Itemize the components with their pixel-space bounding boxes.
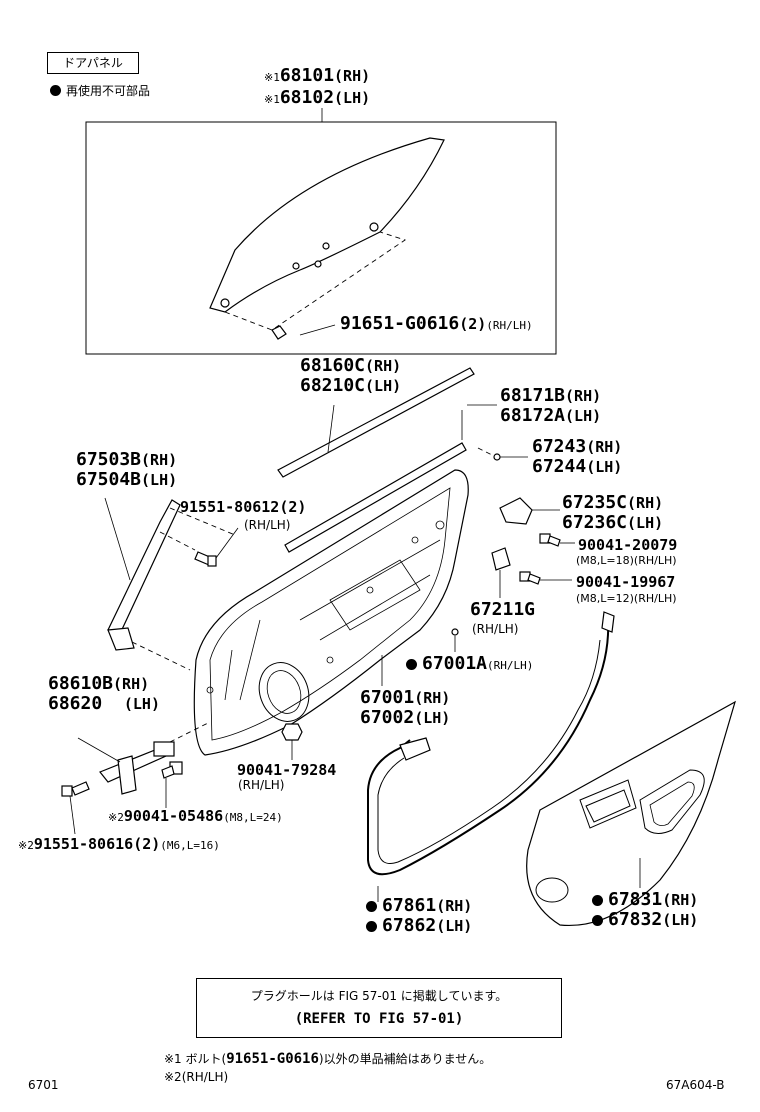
label-inner-weatherstrip[interactable]: 68171B(RH) 68172A(LH) bbox=[500, 385, 602, 426]
bolt-91551-80612 bbox=[194, 527, 239, 567]
bolt-90041-20079 bbox=[539, 533, 575, 547]
section-title: ドアパネル bbox=[47, 52, 139, 74]
label-plug[interactable]: 67001A(RH/LH) bbox=[406, 654, 533, 676]
door-opening-seal bbox=[367, 611, 615, 902]
reference-line-ja: プラグホールは FIG 57-01 に掲載しています。 bbox=[250, 989, 508, 1003]
label-bolt-05486[interactable]: ※290041-05486(M8,L=24) bbox=[108, 807, 283, 825]
figure-number: 6701 bbox=[28, 1078, 59, 1092]
label-seal[interactable]: 67861(RH) 67862(LH) bbox=[366, 896, 472, 936]
label-bolt-20079-spec: (M8,L=18)(RH/LH) bbox=[576, 554, 677, 567]
outer-weatherstrip bbox=[277, 367, 475, 478]
label-outer-weatherstrip[interactable]: 68160C(RH) 68210C(LH) bbox=[300, 355, 402, 396]
non-reusable-dot-icon bbox=[406, 659, 417, 670]
non-reusable-dot-icon bbox=[366, 901, 377, 912]
non-reusable-dot-icon bbox=[50, 85, 61, 96]
label-hinge-bracket[interactable]: 67235C(RH) 67236C(LH) bbox=[562, 492, 664, 533]
label-trim-cover[interactable]: 67831(RH) 67832(LH) bbox=[592, 890, 698, 930]
reference-line-en[interactable]: (REFER TO FIG 57-01) bbox=[294, 1011, 464, 1027]
clip-67243 bbox=[493, 453, 501, 461]
run-channel bbox=[104, 497, 236, 671]
door-glass bbox=[209, 137, 445, 340]
label-glass[interactable]: ※168101(RH) ※168102(LH) bbox=[264, 65, 371, 108]
door-panel bbox=[193, 469, 469, 756]
plug-67001A bbox=[451, 628, 459, 636]
non-reusable-dot-icon bbox=[366, 921, 377, 932]
drawing-id: 67A604-B bbox=[666, 1078, 725, 1092]
hinge-bracket bbox=[499, 497, 560, 525]
label-channel-bolt[interactable]: 91551-80612(2) bbox=[180, 498, 307, 516]
label-clip[interactable]: 67243(RH) 67244(LH) bbox=[532, 436, 623, 477]
label-bolt-19967-spec: (M8,L=12)(RH/LH) bbox=[576, 592, 677, 605]
label-check-link[interactable]: 68610B(RH) 68620 (LH) bbox=[48, 673, 160, 714]
non-reusable-dot-icon bbox=[592, 915, 603, 926]
label-bolt-19967[interactable]: 90041-19967 bbox=[576, 573, 676, 591]
label-stopper-sfx: (RH/LH) bbox=[472, 622, 519, 636]
label-nut-79284-sfx: (RH/LH) bbox=[238, 778, 285, 792]
non-reusable-dot-icon bbox=[592, 895, 603, 906]
bolt-91551-80616 bbox=[61, 781, 90, 835]
label-bolt-80616[interactable]: ※291551-80616(2)(M6,L=16) bbox=[18, 835, 220, 853]
footnote-1: ※1 ボルト(91651-G0616)以外の単品補給はありません。 bbox=[164, 1051, 492, 1067]
label-run-channel[interactable]: 67503B(RH) 67504B(LH) bbox=[76, 449, 178, 490]
legend-text: 再使用不可部品 bbox=[66, 84, 151, 98]
nut-90041-79284 bbox=[281, 723, 303, 760]
label-stopper[interactable]: 67211G bbox=[470, 599, 536, 620]
bolt-90041-05486 bbox=[161, 761, 183, 808]
footnote-2: ※2(RH/LH) bbox=[164, 1070, 229, 1084]
label-bolt-20079[interactable]: 90041-20079 bbox=[578, 536, 678, 554]
inner-weatherstrip bbox=[284, 404, 497, 553]
glass-frame-box bbox=[85, 121, 557, 355]
door-trim-panel bbox=[526, 700, 736, 927]
label-nut-79284[interactable]: 90041-79284 bbox=[237, 761, 337, 779]
label-glass-bolt[interactable]: 91651-G0616(2)(RH/LH) bbox=[340, 313, 533, 334]
reference-box: プラグホールは FIG 57-01 に掲載しています。 (REFER TO FI… bbox=[196, 978, 562, 1038]
label-channel-bolt-sfx: (RH/LH) bbox=[244, 518, 291, 532]
check-link bbox=[77, 721, 211, 795]
legend: 再使用不可部品 bbox=[50, 82, 150, 99]
bolt-90041-19967 bbox=[519, 571, 572, 585]
label-door-panel[interactable]: 67001(RH) 67002(LH) bbox=[360, 687, 451, 728]
stopper-67211G bbox=[491, 547, 511, 598]
